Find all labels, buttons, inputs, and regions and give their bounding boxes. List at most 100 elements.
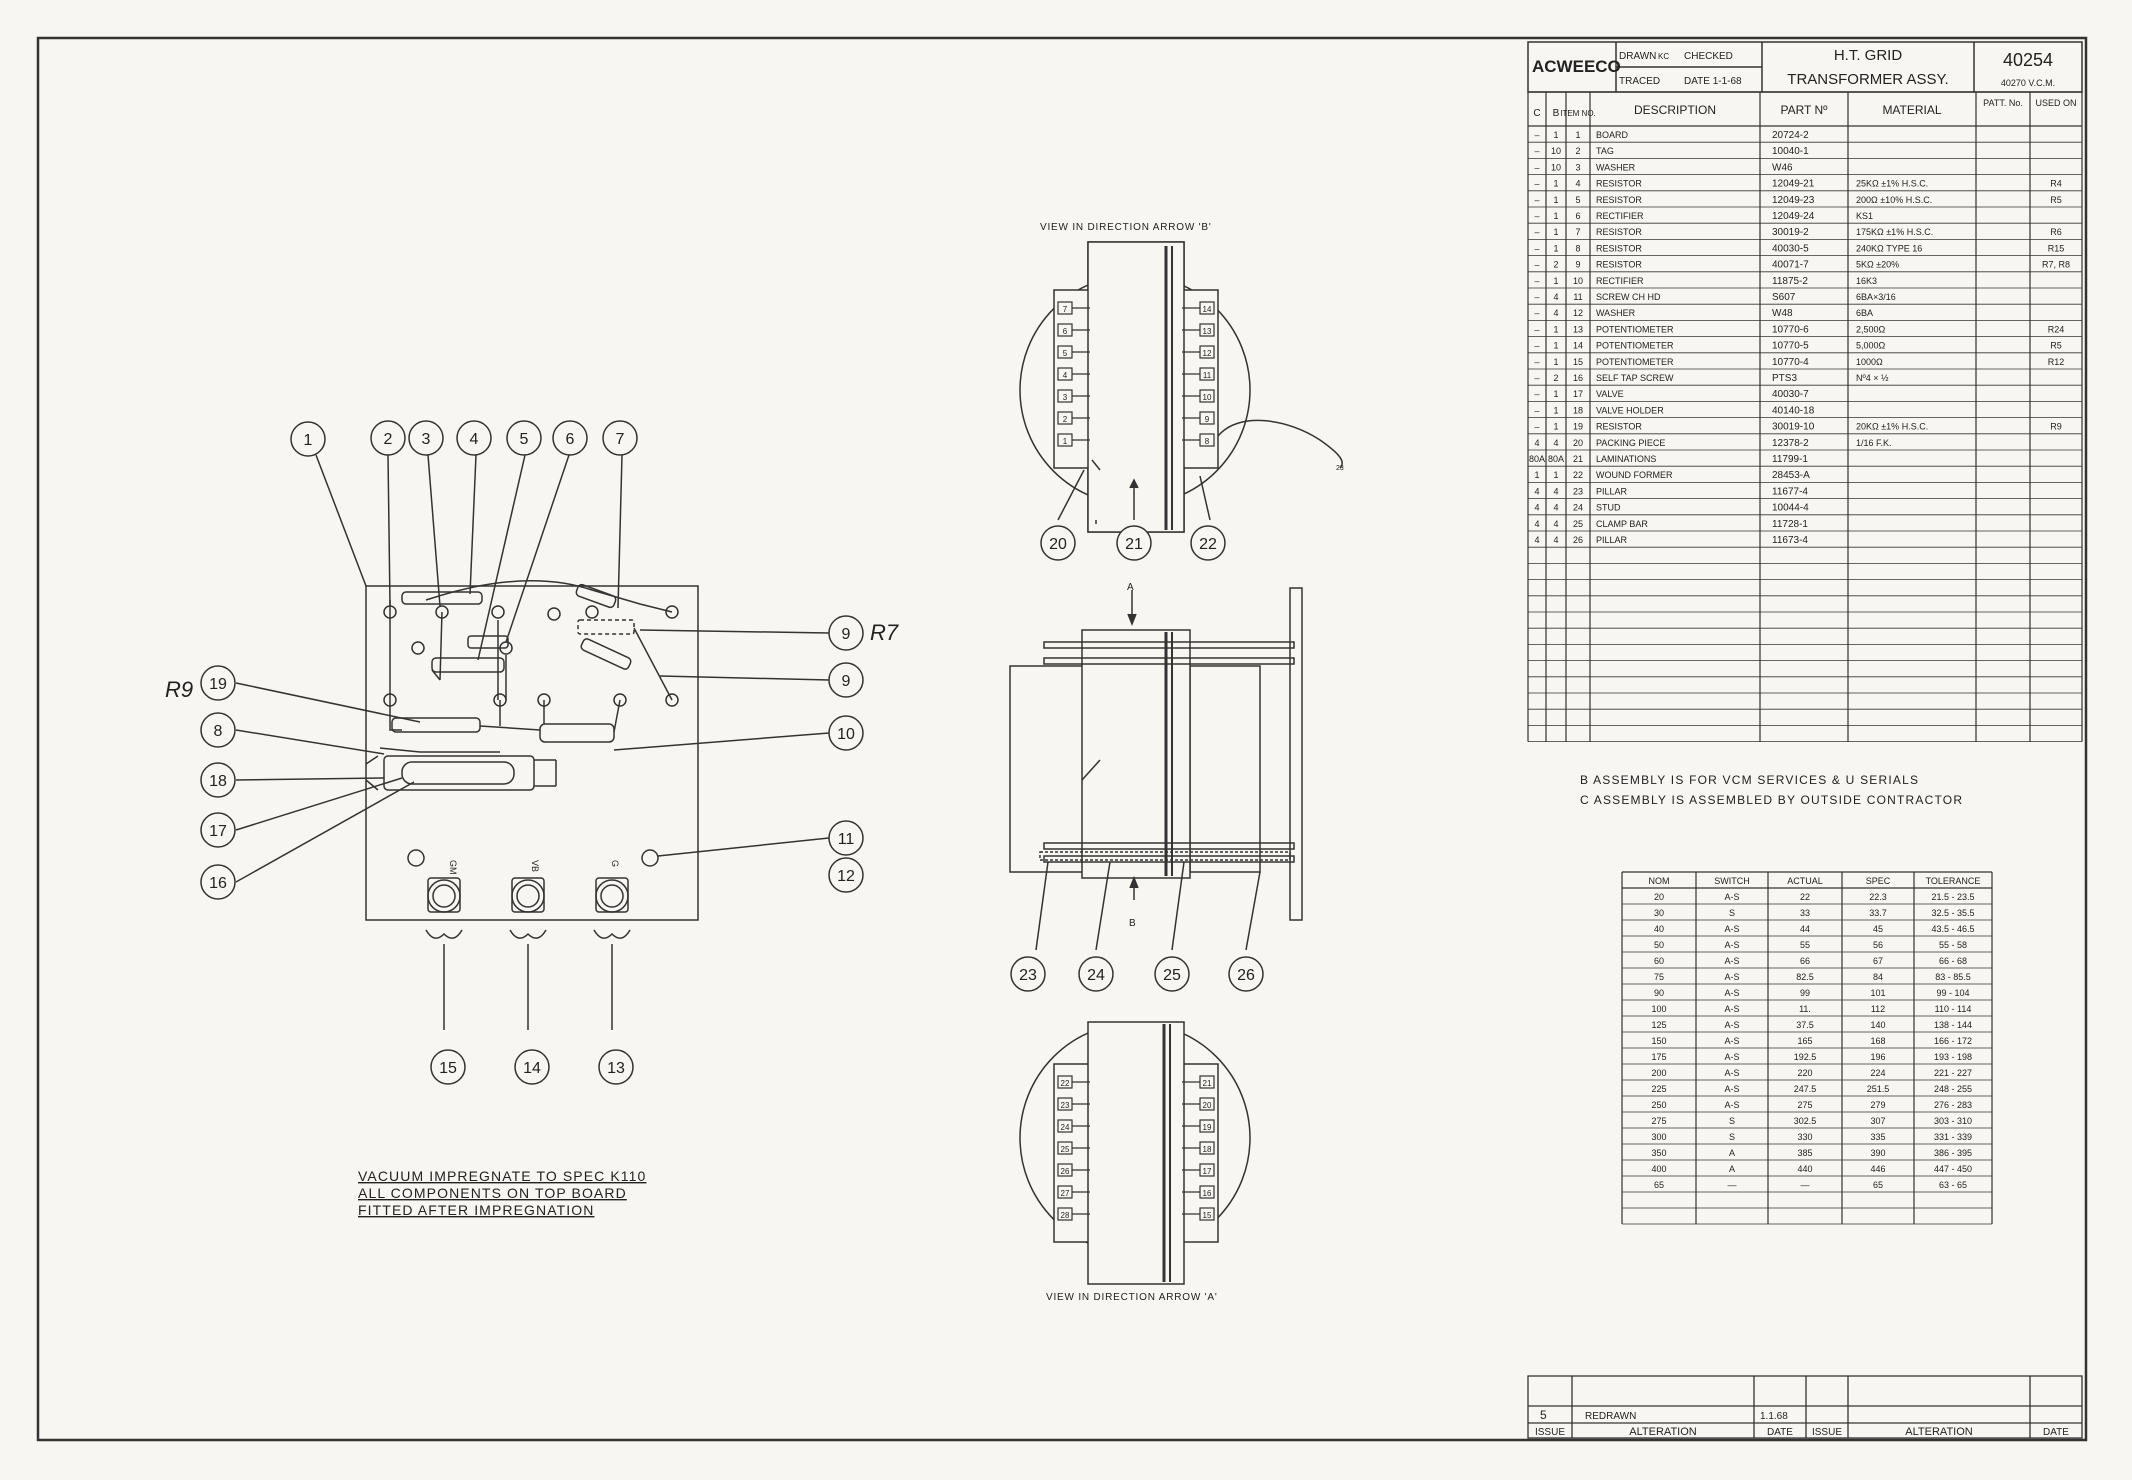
parts-table-grid [1527,91,2083,742]
parts-row-b: 1 [1553,324,1558,334]
parts-row-item: 15 [1573,357,1583,367]
parts-row-used-on: R5 [2050,195,2062,205]
callout-board-15-circle [828,820,864,856]
callout-xfmr-0-circle [1040,525,1076,561]
tol-cell-switch: S [1729,1132,1735,1142]
parts-row-item: 21 [1573,454,1583,464]
tol-header-nom: NOM [1649,876,1670,886]
parts-row-description: RECTIFIER [1596,211,1644,221]
tol-cell-nom: 125 [1651,1020,1666,1030]
col-header-used-on: USED ON [2035,98,2076,108]
callout-board-17-label: 15 [439,1060,457,1077]
parts-row-c: 4 [1534,438,1539,448]
callout-board-19-label: 13 [607,1060,625,1077]
tol-cell-nom: 250 [1651,1100,1666,1110]
parts-row-b: 1 [1553,195,1558,205]
tol-cell-switch: A-S [1724,1100,1739,1110]
callout-board-13-circle [828,662,864,698]
parts-row-item: 26 [1573,535,1583,545]
tol-cell-tolerance: 55 - 58 [1939,940,1967,950]
checked-label: CHECKED [1684,51,1733,62]
tol-cell-nom: 75 [1654,972,1664,982]
callout-xfmr-6-circle [1228,956,1264,992]
terminal-label-left: 1 [1063,437,1068,446]
parts-row-description: POTENTIOMETER [1596,324,1674,334]
transformer-view-b [1019,241,1343,533]
tol-cell-switch: A-S [1724,1004,1739,1014]
terminal [1057,1119,1090,1133]
tol-cell-switch: A [1729,1148,1735,1158]
parts-row-item: 9 [1575,260,1580,270]
parts-row-b: 1 [1553,179,1558,189]
parts-row-c: – [1534,324,1539,334]
callout-board-1-circle [370,420,406,456]
tol-cell-switch: A-S [1724,892,1739,902]
parts-row-item: 5 [1575,195,1580,205]
terminal [1057,1185,1090,1199]
tol-cell-actual: 220 [1797,1068,1812,1078]
parts-row-description: POTENTIOMETER [1596,357,1674,367]
parts-row-item: 2 [1575,146,1580,156]
parts-row-description: WOUND FORMER [1596,470,1673,480]
tol-cell-tolerance: 63 - 65 [1939,1180,1967,1190]
parts-row-c: – [1534,227,1539,237]
tol-cell-nom: 40 [1654,924,1664,934]
callout-xfmr-1: 21 [1116,525,1152,561]
component-board [235,454,830,1030]
callout-board-1-label: 2 [384,431,393,448]
terminal-label-right: 13 [1203,327,1212,336]
parts-row-material: 6BA [1856,308,1873,318]
parts-row-description: PILLAR [1596,535,1628,545]
callout-board-8-circle [200,712,236,748]
tol-cell-switch: A-S [1724,940,1739,950]
tol-cell-actual: 33 [1800,908,1810,918]
callout-xfmr-2-label: 22 [1199,536,1217,553]
terminal [1057,323,1090,337]
parts-row-b: 1 [1553,276,1558,286]
tol-cell-tolerance: 447 - 450 [1934,1164,1972,1174]
parts-row-description: WASHER [1596,308,1636,318]
parts-row-b: 1 [1553,227,1558,237]
tol-cell-spec: 101 [1870,988,1885,998]
parts-row-item: 22 [1573,470,1583,480]
callout-xfmr-2-circle [1190,525,1226,561]
date-label: DATE 1-1-68 [1684,76,1742,87]
terminal [1057,1141,1090,1155]
tol-cell-nom: 20 [1654,892,1664,902]
parts-row-c: – [1534,308,1539,318]
parts-row-item: 14 [1573,341,1583,351]
parts-row-description: PILLAR [1596,486,1628,496]
parts-row-description: WASHER [1596,162,1636,172]
rev-header-date-2: DATE [2043,1427,2069,1438]
terminal [1182,433,1215,447]
callout-board-14-circle [828,715,864,751]
parts-row-used-on: R4 [2050,179,2062,189]
tol-cell-nom: 400 [1651,1164,1666,1174]
callout-board-7-circle [200,665,236,701]
parts-row-description: RESISTOR [1596,195,1642,205]
tol-cell-nom: 100 [1651,1004,1666,1014]
view-a-caption: VIEW IN DIRECTION ARROW 'A' [1046,1292,1218,1303]
drawing-title-line1: H.T. GRID [1834,47,1903,64]
terminal [1182,1075,1215,1089]
tol-cell-tolerance: 66 - 68 [1939,956,1967,966]
tol-cell-spec: 33.7 [1869,908,1887,918]
drawn-label: DRAWN [1619,51,1656,62]
tol-cell-switch: A-S [1724,988,1739,998]
handwritten-r9: R9 [165,677,193,702]
callout-board-13-label: 9 [842,673,851,690]
callout-board-7-label: 19 [209,676,227,693]
callout-xfmr-6-label: 26 [1237,967,1255,984]
tol-cell-switch: S [1729,1116,1735,1126]
parts-row-b: 4 [1553,438,1558,448]
tol-cell-tolerance: 138 - 144 [1934,1020,1972,1030]
parts-row-b: 1 [1553,405,1558,415]
parts-row-item: 6 [1575,211,1580,221]
tol-cell-actual: — [1801,1180,1810,1190]
parts-row-c: – [1534,195,1539,205]
callout-board-15-label: 11 [838,831,855,848]
tol-cell-nom: 60 [1654,956,1664,966]
tol-header-actual: ACTUAL [1787,876,1823,886]
